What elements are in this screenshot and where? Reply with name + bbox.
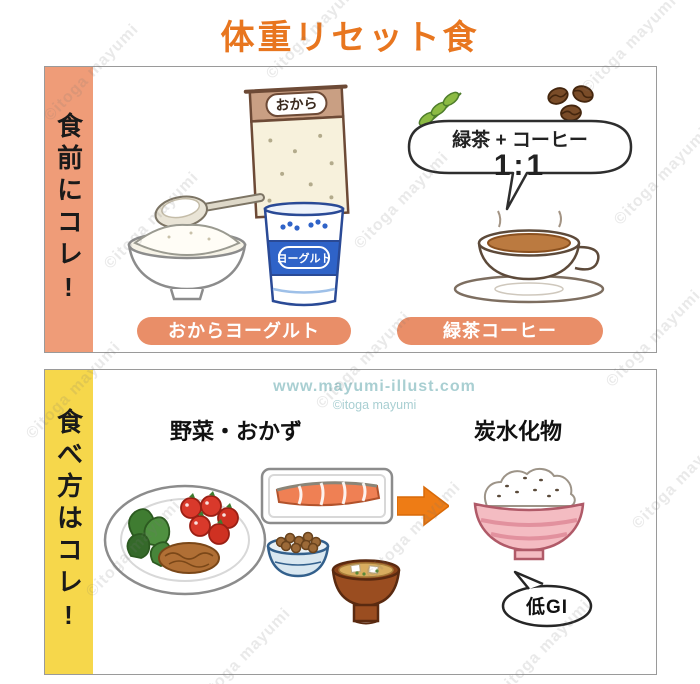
arrow-right-icon [397,484,449,528]
ratio-bubble-line2: 1:1 [493,149,547,182]
credit-watermark: ©itoga mayumi [332,398,417,412]
panel-eating-side-label: 食べ方はコレ! [53,408,84,636]
heading-carbohydrates: 炭水化物 [473,419,562,444]
yogurt-bowl-icon [121,213,253,305]
ratio-speech-bubble [401,111,639,215]
natto-bowl-icon [263,528,333,586]
salmon-plate-icon [259,464,395,528]
panel-eating-side-strip: 食べ方はコレ! [45,370,93,674]
vegetable-plate-icon [101,452,269,600]
panel-before-side-label: 食前にコレ! [53,111,84,308]
coffee-cup-icon [451,203,613,305]
site-watermark: www.mayumi-illust.com [273,378,476,395]
tag-green-tea-coffee: 緑茶コーヒー [397,317,603,345]
okara-package-label: おから [275,95,318,113]
spoon-icon [148,173,273,243]
page-title: 体重リセット食 [220,19,480,57]
low-gi-label: 低GI [525,595,568,618]
tag-okara-yogurt: おからヨーグルト [137,317,351,345]
panel-how-to-eat: 食べ方はコレ! www.mayumi-illust.com ©itoga may… [44,369,657,675]
low-gi-bubble: 低GI [495,570,595,630]
ratio-bubble-line1: 緑茶 + コーヒー [452,130,588,151]
yogurt-cup-label: ヨーグルト [277,251,332,265]
heading-vegetables-sides: 野菜・おかず [169,419,302,444]
panel-before-side-strip: 食前にコレ! [45,67,93,352]
miso-soup-bowl-icon [329,552,403,632]
panel-before-meal: 食前にコレ! おから [44,66,657,353]
okara-package-icon: おから [243,81,355,223]
yogurt-cup-icon: ヨーグルト [257,197,351,313]
rice-bowl-icon [465,464,593,566]
